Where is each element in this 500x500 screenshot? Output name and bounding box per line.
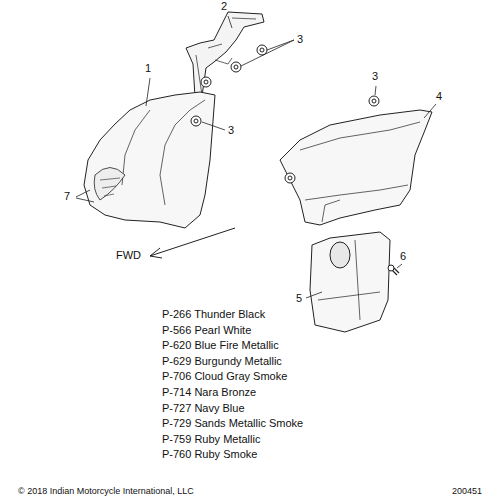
color-code: P-620 Blue Fire Metallic: [162, 339, 279, 351]
color-code: P-629 Burgundy Metallic: [162, 355, 282, 367]
color-code: P-706 Cloud Gray Smoke: [162, 370, 287, 382]
callout-number: 5: [296, 292, 302, 304]
color-code: P-566 Pearl White: [162, 324, 251, 336]
color-code: P-759 Ruby Metallic: [162, 433, 260, 445]
callout-number: 3: [297, 33, 303, 45]
callout-number: 4: [436, 90, 442, 102]
color-code: P-729 Sands Metallic Smoke: [162, 417, 303, 429]
color-code: P-714 Nara Bronze: [162, 386, 256, 398]
color-code: P-727 Navy Blue: [162, 402, 245, 414]
callout-number: 2: [221, 0, 227, 12]
color-code: P-760 Ruby Smoke: [162, 448, 257, 460]
copyright-note: © 2018 Indian Motorcycle International, …: [18, 487, 194, 497]
drawing-number: 200451: [452, 487, 482, 497]
callout-number: 3: [228, 124, 234, 136]
callout-number: 3: [372, 70, 378, 82]
callout-number: 6: [400, 250, 406, 262]
color-code: P-266 Thunder Black: [162, 308, 265, 320]
direction-label: FWD: [116, 249, 141, 261]
callout-number: 7: [64, 190, 70, 202]
callout-number: 1: [145, 62, 151, 74]
